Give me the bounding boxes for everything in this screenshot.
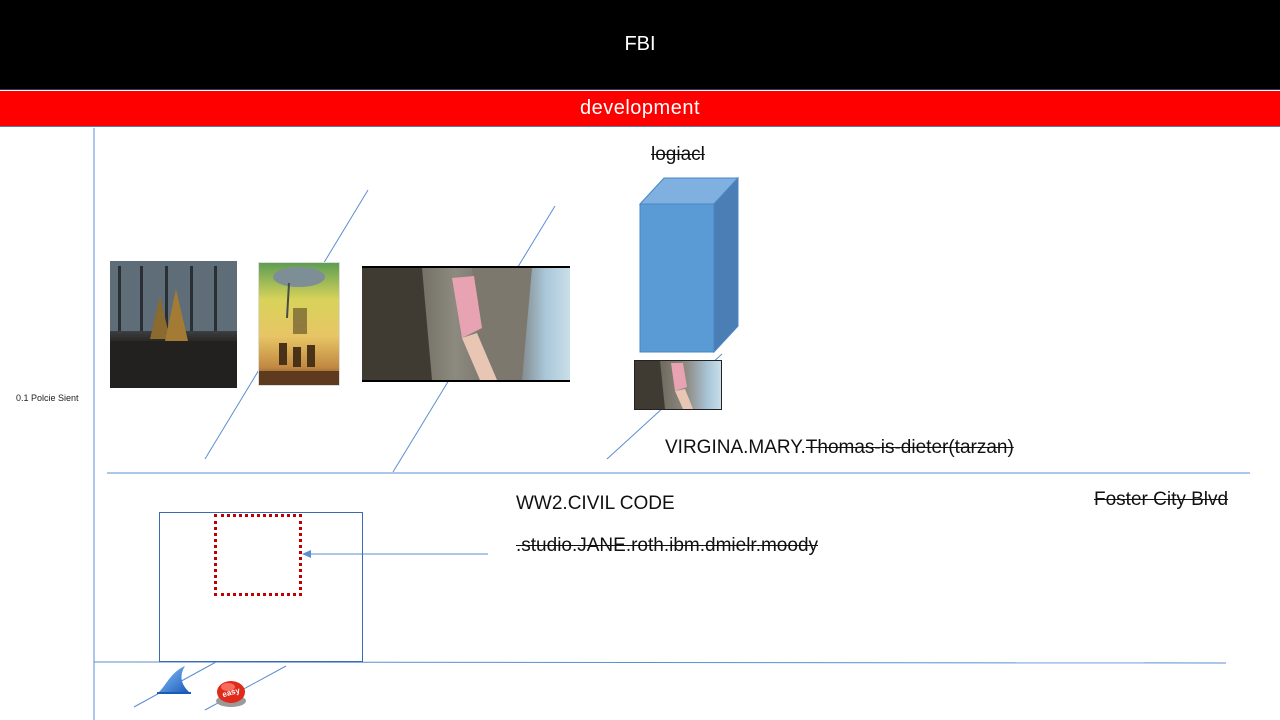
cube-side-face — [713, 176, 739, 354]
subheader-bar: development — [0, 91, 1280, 127]
horizontal-divider-lower — [93, 661, 1227, 664]
ww2-label: WW2.CIVIL CODE — [516, 493, 675, 514]
outline-box — [159, 512, 363, 662]
logic-label: logiacl — [651, 144, 705, 165]
movie-poster — [258, 262, 340, 386]
lobby-photo — [110, 261, 237, 388]
virgina-label: VIRGINA.MARY.Thomas-is-dieter(tarzan) — [665, 437, 1014, 459]
subheader-title: development — [579, 97, 701, 119]
dotted-selection-box — [214, 514, 302, 596]
header-bar: FBI — [0, 0, 1280, 90]
cube-front-face — [639, 203, 715, 353]
virgina-label-struck: Thomas-is-dieter(tarzan) — [805, 437, 1014, 458]
shark-fin-icon[interactable] — [157, 664, 191, 694]
studio-label: .studio.JANE.roth.ibm.dmielr.moody — [516, 535, 819, 556]
side-label: 0.1 Polcie Sient — [16, 393, 79, 403]
cube-3d-shape — [638, 176, 740, 354]
virgina-label-plain: VIRGINA.MARY. — [665, 437, 806, 458]
tree-photo-small — [634, 360, 722, 410]
tree-photo-large — [362, 266, 570, 382]
header-title: FBI — [624, 33, 656, 55]
foster-city-label: Foster City Blvd — [1094, 489, 1229, 510]
easy-button-icon[interactable]: easy — [214, 676, 248, 708]
